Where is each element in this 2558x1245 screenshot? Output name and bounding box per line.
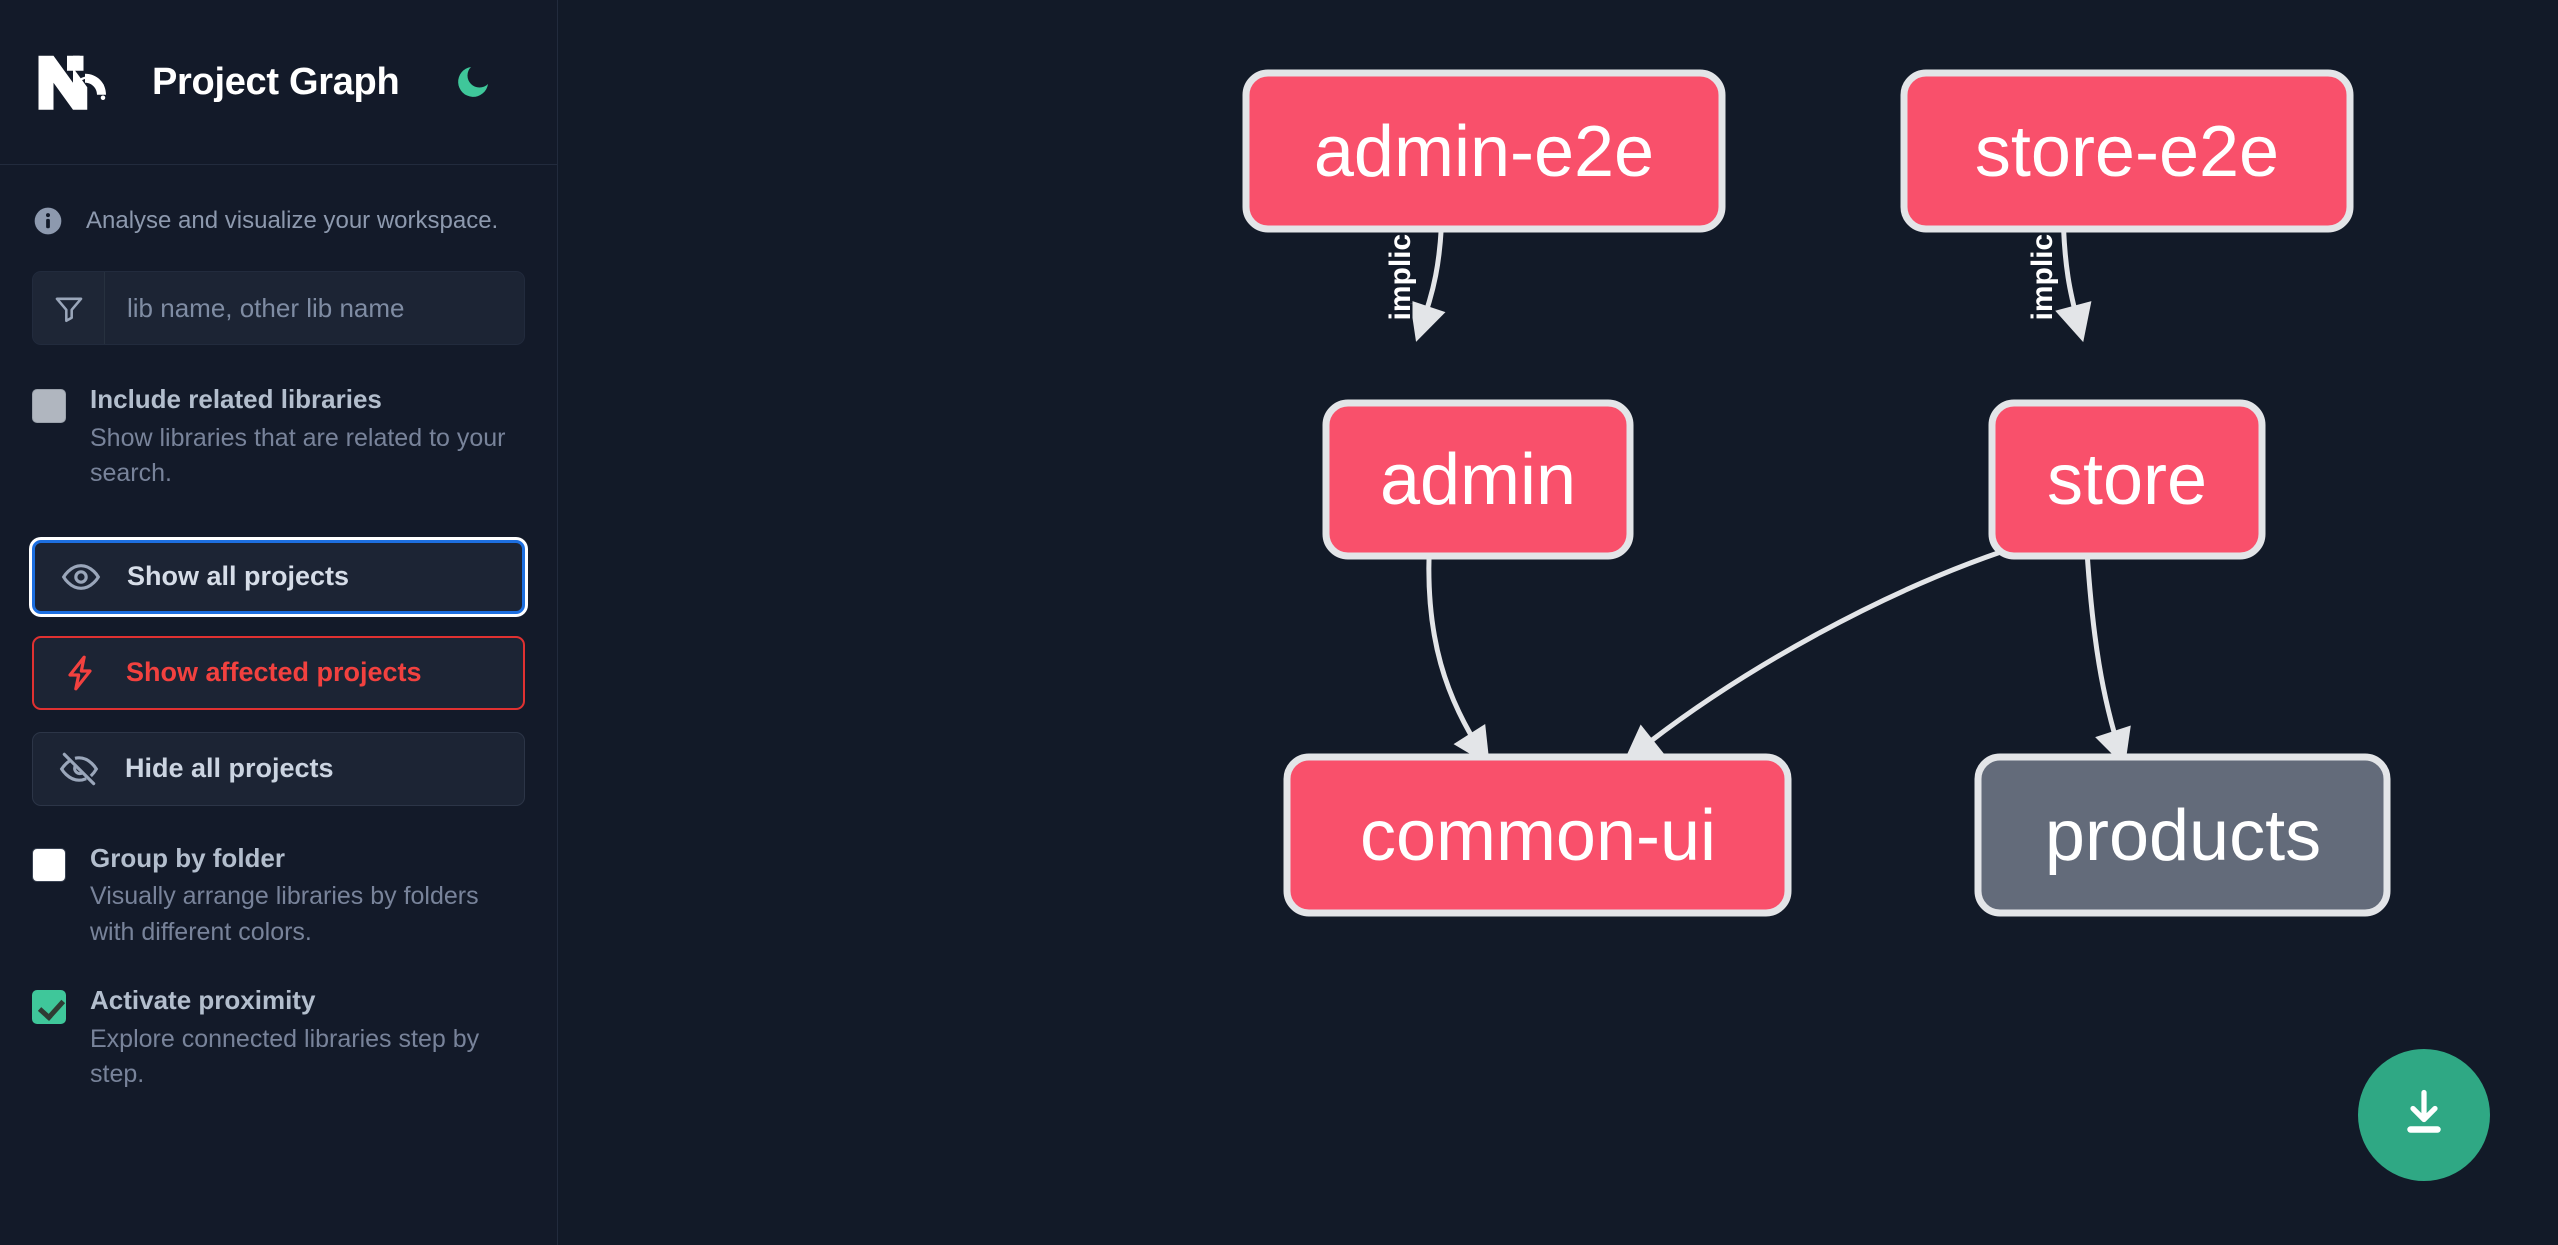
page-title: Project Graph: [152, 60, 400, 103]
edge-store-products: [2083, 534, 2131, 767]
graph-canvas[interactable]: implicit implicit admin-e2e store-e2e ad…: [558, 0, 2558, 1245]
group-by-folder-checkbox[interactable]: [32, 847, 66, 882]
lightning-bolt-icon: [60, 653, 100, 693]
search-input[interactable]: [105, 272, 524, 345]
graph-nodes: admin-e2e store-e2e admin store common-u…: [1242, 69, 2391, 917]
include-related-libraries-label: Include related libraries: [90, 384, 382, 415]
edge-admin-common-ui: [1426, 534, 1490, 766]
show-affected-projects-label: Show affected projects: [126, 657, 422, 688]
edge-store-common-ui: [1623, 537, 2039, 763]
show-all-projects-label: Show all projects: [127, 561, 350, 592]
eye-off-icon: [59, 749, 99, 789]
node-rect[interactable]: [1974, 753, 2391, 917]
graph-node-store[interactable]: store: [1988, 399, 2266, 560]
node-label: store-e2e: [1975, 112, 2279, 192]
sidebar-body: Analyse and visualize your workspace. In…: [0, 165, 557, 1093]
activate-proximity-label: Activate proximity: [90, 985, 316, 1016]
node-rect[interactable]: [1283, 753, 1792, 917]
hide-all-projects-button[interactable]: Hide all projects: [32, 731, 525, 806]
download-graph-button[interactable]: [2358, 1049, 2490, 1181]
spacer: [32, 828, 525, 842]
node-rect[interactable]: [1322, 399, 1634, 560]
spacer: [32, 526, 525, 540]
hide-all-projects-label: Hide all projects: [125, 753, 334, 784]
show-affected-projects-button[interactable]: Show affected projects: [32, 635, 525, 710]
graph-edges: [1409, 199, 2131, 767]
project-graph-svg: implicit implicit admin-e2e store-e2e ad…: [1242, 69, 2391, 917]
checkbox-row-group-by-folder[interactable]: Group by folder Visually arrange librari…: [32, 842, 525, 951]
activate-proximity-description: Explore connected libraries step by step…: [90, 1024, 480, 1089]
activate-proximity-checkbox[interactable]: [32, 990, 66, 1025]
graph-node-products[interactable]: products: [1974, 753, 2391, 917]
node-rect[interactable]: [1242, 69, 1726, 233]
node-rect[interactable]: [1988, 399, 2266, 560]
nx-logo-icon: [34, 51, 124, 113]
info-icon: [32, 205, 64, 237]
node-label: products: [2045, 796, 2321, 876]
group-by-folder-description: Visually arrange libraries by folders wi…: [90, 882, 479, 946]
moon-icon[interactable]: [453, 62, 493, 102]
node-label: common-ui: [1360, 796, 1716, 876]
checkbox-row-include-related-libraries[interactable]: Include related libraries Show libraries…: [32, 383, 525, 492]
graph-node-common-ui[interactable]: common-ui: [1283, 753, 1792, 917]
tagline: Analyse and visualize your workspace.: [32, 165, 525, 271]
eye-icon: [61, 557, 101, 597]
checkbox-row-activate-proximity[interactable]: Activate proximity Explore connected lib…: [32, 984, 525, 1093]
include-related-libraries-checkbox[interactable]: [32, 389, 66, 424]
search-row: [32, 271, 525, 346]
funnel-filter-icon[interactable]: [33, 272, 105, 345]
node-label: store: [2047, 440, 2207, 520]
sidebar-header: Project Graph: [0, 0, 557, 165]
sidebar: Project Graph Analyse and visualize your…: [0, 0, 571, 1245]
group-by-folder-label: Group by folder: [90, 842, 285, 873]
graph-node-admin[interactable]: admin: [1322, 399, 1634, 560]
include-related-libraries-description: Show libraries that are related to your …: [90, 423, 506, 488]
graph-node-admin-e2e[interactable]: admin-e2e: [1242, 69, 1726, 233]
tagline-text: Analyse and visualize your workspace.: [86, 207, 499, 234]
node-label: admin: [1380, 440, 1576, 520]
graph-node-store-e2e[interactable]: store-e2e: [1900, 69, 2354, 233]
node-label: admin-e2e: [1314, 112, 1654, 192]
download-icon: [2394, 1083, 2454, 1148]
show-all-projects-button[interactable]: Show all projects: [32, 539, 525, 614]
node-rect[interactable]: [1900, 69, 2354, 233]
